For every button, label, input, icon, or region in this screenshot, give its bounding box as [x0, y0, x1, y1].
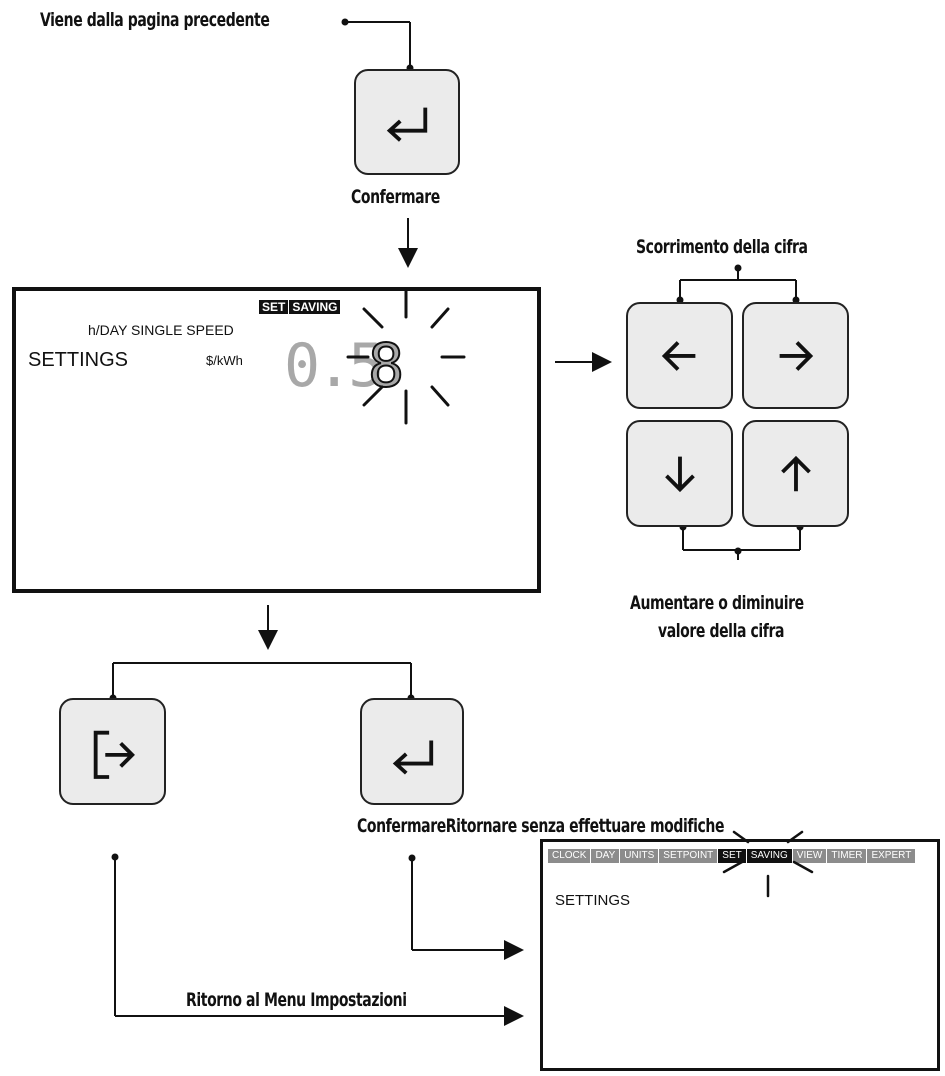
- digit-change-label-line2: valore della cifra: [658, 620, 784, 642]
- arrow-right-icon: [779, 341, 814, 371]
- menu-tab-day: DAY: [591, 849, 620, 863]
- menu-tab-view: VIEW: [792, 849, 827, 863]
- menu-tab-expert: EXPERT: [867, 849, 916, 863]
- down-arrow-button[interactable]: [626, 420, 733, 527]
- enter-return-icon: [392, 740, 434, 775]
- menu-tab-clock: CLOCK: [548, 849, 591, 863]
- main-display-header: SET SAVING: [259, 300, 341, 314]
- blink-rays-icon: [722, 830, 814, 898]
- menu-tab-saving: SAVING: [746, 849, 792, 863]
- from-previous-label: Viene dalla pagina precedente: [40, 9, 270, 31]
- header-saving-badge: SAVING: [289, 300, 341, 314]
- digit-scroll-label: Scorrimento della cifra: [636, 236, 808, 258]
- display-unit: $/kWh: [206, 353, 243, 368]
- display-subtitle: h/DAY SINGLE SPEED: [88, 322, 234, 338]
- digit-change-label-line1: Aumentare o diminuire: [630, 592, 804, 614]
- menu-tab-setpoint: SETPOINT: [659, 849, 718, 863]
- confirm-enter-button[interactable]: [360, 698, 464, 805]
- header-set-badge: SET: [259, 300, 289, 314]
- arrow-up-icon: [781, 455, 811, 492]
- exit-button[interactable]: [59, 698, 166, 805]
- exit-icon: [93, 730, 135, 779]
- settings-menu-title: SETTINGS: [555, 892, 631, 909]
- enter-button[interactable]: [354, 69, 460, 175]
- left-arrow-button[interactable]: [626, 302, 733, 409]
- right-arrow-button[interactable]: [742, 302, 849, 409]
- arrow-down-icon: [665, 456, 695, 493]
- menu-tab-timer: TIMER: [827, 849, 867, 863]
- display-title: SETTINGS: [28, 349, 129, 371]
- enter-return-icon: [386, 107, 428, 142]
- up-arrow-button[interactable]: [742, 420, 849, 527]
- return-menu-label: Ritorno al Menu Impostazioni: [186, 989, 407, 1011]
- value-blinking-digit: 8: [367, 330, 405, 402]
- blink-rays-icon: [346, 289, 466, 425]
- arrow-left-icon: [661, 341, 696, 371]
- confirm-label: Confermare: [351, 186, 440, 208]
- main-display: SET SAVING h/DAY SINGLE SPEED SETTINGS $…: [12, 287, 541, 593]
- menu-tab-units: UNITS: [620, 849, 659, 863]
- value-static-digits: 0.5: [284, 331, 384, 401]
- menu-tab-set: SET: [718, 849, 746, 863]
- bottom-confirm-label: ConfermareRitornare senza effettuare mod…: [357, 815, 725, 837]
